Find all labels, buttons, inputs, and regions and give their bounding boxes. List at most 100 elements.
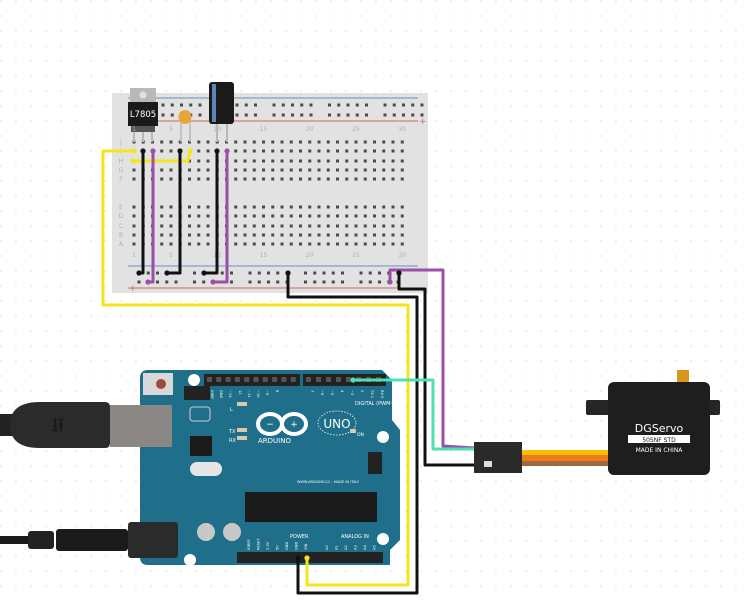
breadboard-hole[interactable]	[289, 242, 293, 246]
breadboard-hole[interactable]	[252, 168, 256, 172]
breadboard-hole[interactable]	[354, 177, 358, 181]
breadboard-hole[interactable]	[326, 168, 330, 172]
breadboard-hole[interactable]	[382, 177, 386, 181]
breadboard-hole[interactable]	[132, 242, 136, 246]
breadboard-hole[interactable]	[271, 140, 275, 144]
breadboard-hole[interactable]	[354, 224, 358, 228]
breadboard-hole[interactable]	[308, 233, 312, 237]
header-pin[interactable]	[306, 377, 311, 382]
breadboard-hole[interactable]	[336, 233, 339, 237]
breadboard-hole[interactable]	[169, 140, 173, 144]
breadboard-hole[interactable]	[391, 242, 395, 246]
breadboard-hole[interactable]	[169, 168, 173, 172]
rail-hole[interactable]	[276, 280, 280, 284]
breadboard-hole[interactable]	[289, 177, 293, 181]
breadboard-hole[interactable]	[373, 140, 376, 144]
breadboard-hole[interactable]	[271, 149, 275, 153]
breadboard-hole[interactable]	[188, 242, 191, 246]
wire-endpoint[interactable]	[304, 555, 310, 561]
breadboard-hole[interactable]	[280, 168, 284, 172]
breadboard-hole[interactable]	[363, 140, 367, 144]
breadboard-hole[interactable]	[317, 224, 321, 228]
breadboard-hole[interactable]	[400, 149, 404, 153]
breadboard-hole[interactable]	[243, 149, 247, 153]
breadboard-hole[interactable]	[234, 205, 238, 209]
breadboard-hole[interactable]	[373, 168, 376, 172]
breadboard-hole[interactable]	[197, 159, 201, 163]
rail-hole[interactable]	[276, 271, 280, 275]
breadboard-hole[interactable]	[317, 205, 321, 209]
breadboard-hole[interactable]	[345, 149, 349, 153]
wire-endpoint[interactable]	[210, 279, 216, 285]
rail-hole[interactable]	[244, 103, 248, 107]
rail-hole[interactable]	[304, 271, 307, 275]
rail-hole[interactable]	[309, 113, 313, 117]
wire-black[interactable]	[202, 149, 219, 275]
rail-hole[interactable]	[174, 280, 178, 284]
breadboard-hole[interactable]	[234, 242, 238, 246]
wire-endpoint[interactable]	[387, 279, 393, 285]
rail-hole[interactable]	[244, 113, 248, 117]
header-pin[interactable]	[290, 377, 296, 382]
breadboard-hole[interactable]	[299, 149, 302, 153]
breadboard-hole[interactable]	[373, 233, 376, 237]
breadboard-hole[interactable]	[262, 233, 265, 237]
breadboard-hole[interactable]	[243, 224, 247, 228]
breadboard-hole[interactable]	[132, 224, 136, 228]
breadboard-hole[interactable]	[317, 168, 321, 172]
wire-endpoint[interactable]	[177, 148, 183, 154]
wire-black[interactable]	[165, 149, 182, 275]
breadboard-hole[interactable]	[234, 214, 238, 218]
breadboard-hole[interactable]	[391, 224, 395, 228]
breadboard-hole[interactable]	[336, 149, 339, 153]
rail-hole[interactable]	[161, 103, 165, 107]
breadboard-hole[interactable]	[373, 149, 376, 153]
breadboard-hole[interactable]	[271, 242, 275, 246]
breadboard-hole[interactable]	[336, 224, 339, 228]
breadboard-hole[interactable]	[160, 242, 164, 246]
rail-hole[interactable]	[198, 103, 202, 107]
breadboard-hole[interactable]	[169, 214, 173, 218]
header-pin[interactable]	[216, 377, 222, 382]
rail-hole[interactable]	[402, 113, 405, 117]
breadboard-hole[interactable]	[326, 149, 330, 153]
breadboard-hole[interactable]	[336, 140, 339, 144]
breadboard-hole[interactable]	[373, 177, 376, 181]
rail-hole[interactable]	[328, 113, 331, 117]
breadboard-hole[interactable]	[373, 205, 376, 209]
breadboard-hole[interactable]	[271, 177, 275, 181]
breadboard-hole[interactable]	[234, 140, 238, 144]
breadboard-hole[interactable]	[252, 233, 256, 237]
breadboard-hole[interactable]	[326, 205, 330, 209]
wire-black-servo-gnd[interactable]	[397, 271, 478, 467]
wire-endpoint[interactable]	[201, 270, 207, 276]
breadboard-hole[interactable]	[271, 214, 275, 218]
breadboard-hole[interactable]	[197, 233, 201, 237]
breadboard-hole[interactable]	[299, 168, 302, 172]
rail-hole[interactable]	[248, 271, 252, 275]
breadboard-hole[interactable]	[373, 224, 376, 228]
breadboard-hole[interactable]	[373, 214, 376, 218]
breadboard-hole[interactable]	[363, 224, 367, 228]
breadboard-hole[interactable]	[391, 214, 395, 218]
breadboard-hole[interactable]	[354, 205, 358, 209]
rail-hole[interactable]	[328, 103, 331, 107]
rail-hole[interactable]	[267, 271, 270, 275]
breadboard-hole[interactable]	[252, 177, 256, 181]
rail-hole[interactable]	[254, 103, 257, 107]
breadboard-hole[interactable]	[262, 214, 265, 218]
breadboard-hole[interactable]	[160, 214, 164, 218]
rail-hole[interactable]	[161, 113, 165, 117]
wire-endpoint[interactable]	[187, 148, 193, 154]
wire-endpoint[interactable]	[150, 148, 156, 154]
header-pin[interactable]	[244, 377, 250, 382]
breadboard-hole[interactable]	[280, 159, 284, 163]
rail-hole[interactable]	[341, 271, 344, 275]
wire-black-gnd[interactable]	[286, 271, 419, 595]
wire-endpoint[interactable]	[224, 148, 230, 154]
breadboard-hole[interactable]	[160, 149, 164, 153]
breadboard-hole[interactable]	[206, 168, 210, 172]
breadboard-hole[interactable]	[271, 205, 275, 209]
wire-purple[interactable]	[211, 149, 229, 284]
breadboard-hole[interactable]	[299, 224, 302, 228]
